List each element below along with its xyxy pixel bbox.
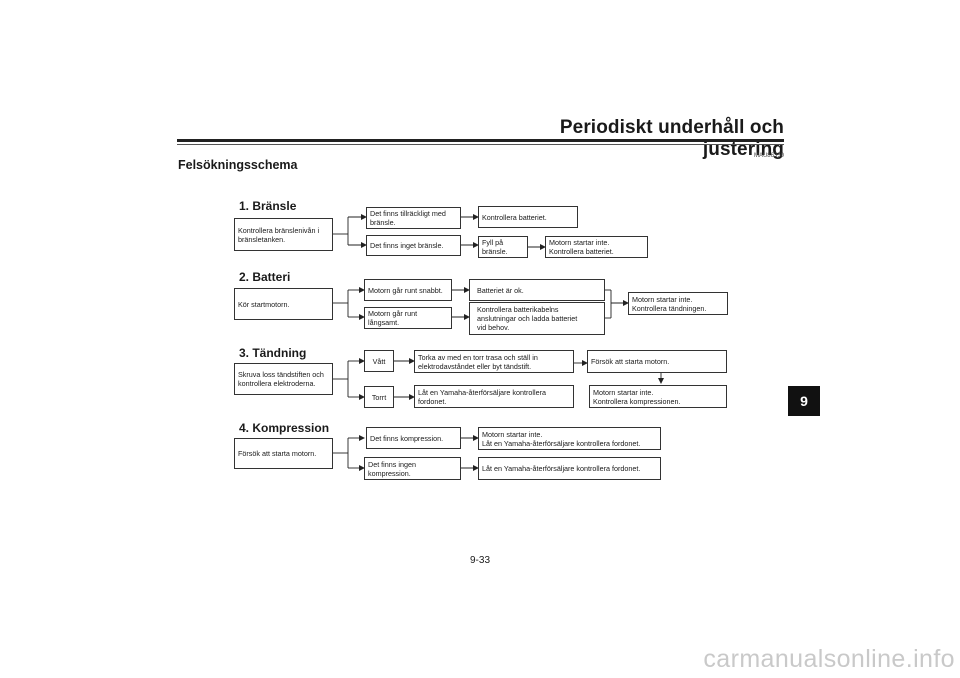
- fuel-enough-box: Det finns tillräckligt med bränsle.: [366, 207, 461, 229]
- ignition-final-box: Motorn startar inte. Kontrollera kompres…: [589, 385, 727, 408]
- fuel-refill-box: Fyll på bränsle.: [478, 236, 528, 258]
- battery-final-box: Motorn startar inte. Kontrollera tändnin…: [628, 292, 728, 315]
- page-code: MAU86350: [753, 153, 784, 159]
- compression-no-box: Det finns ingen kompression.: [364, 457, 461, 480]
- fuel-none-result-box: Motorn startar inte. Kontrollera batteri…: [545, 236, 648, 258]
- battery-ok-box: Batteriet är ok.: [469, 279, 605, 301]
- compression-no-result-box: Låt en Yamaha-återförsäljare kontrollera…: [478, 457, 661, 480]
- fuel-enough-result-box: Kontrollera batteriet.: [478, 206, 578, 228]
- ignition-start-box: Skruva loss tändstiften och kontrollera …: [234, 363, 333, 395]
- page-number: 9-33: [469, 555, 490, 566]
- fuel-start-box: Kontrollera bränslenivån i bränsletanken…: [234, 218, 333, 251]
- watermark: carmanualsonline.info: [703, 645, 955, 673]
- battery-start-box: Kör startmotorn.: [234, 288, 333, 320]
- header-rule: [177, 139, 784, 142]
- ignition-try-start-box: Försök att starta motorn.: [587, 350, 727, 373]
- ignition-dry-action-box: Låt en Yamaha-återförsäljare kontrollera…: [414, 385, 574, 408]
- section-title-battery: 2. Batteri: [239, 270, 291, 284]
- chapter-tab: 9: [788, 386, 820, 416]
- compression-start-box: Försök att starta motorn.: [234, 438, 333, 469]
- battery-fast-box: Motorn går runt snabbt.: [364, 279, 452, 301]
- section-title-compression: 4. Kompression: [239, 421, 330, 435]
- battery-slow-box: Motorn går runt långsamt.: [364, 307, 452, 329]
- page-title: Felsökningsschema: [178, 158, 298, 172]
- ignition-dry-box: Torrt: [364, 386, 394, 408]
- ignition-wet-box: Vått: [364, 350, 394, 372]
- header-rule-thin: [177, 144, 784, 145]
- compression-yes-result-box: Motorn startar inte. Låt en Yamaha-återf…: [478, 427, 661, 450]
- section-title-ignition: 3. Tändning: [239, 346, 307, 360]
- battery-charge-box: Kontrollera batterikabelns anslutningar …: [469, 302, 605, 335]
- section-title-fuel: 1. Bränsle: [239, 199, 297, 213]
- compression-yes-box: Det finns kompression.: [366, 427, 461, 449]
- ignition-wet-action-box: Torka av med en torr trasa och ställ in …: [414, 350, 574, 373]
- fuel-none-box: Det finns inget bränsle.: [366, 235, 461, 256]
